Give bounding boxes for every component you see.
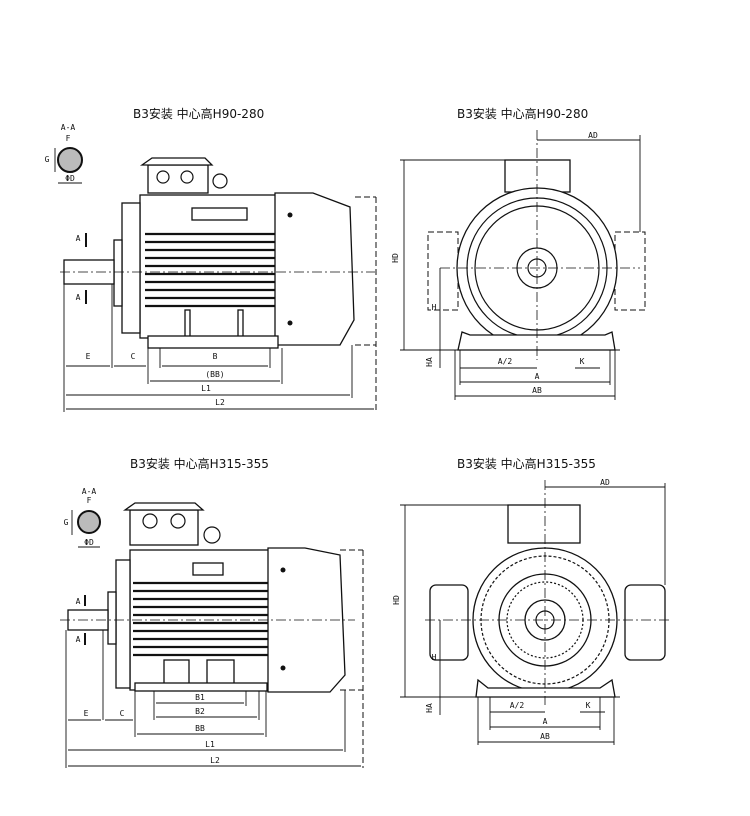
terminal-box: [507, 504, 581, 544]
terminal-box: [504, 159, 571, 193]
dim-hd: HD: [392, 595, 401, 605]
mounting-feet: [147, 335, 279, 349]
section-mark-top: A: [76, 234, 81, 243]
side-view-h315-355: B3安装 中心高H315-355 A-A F G ΦD: [60, 456, 364, 768]
shaft-section-a-a: A-A F G ΦD: [45, 123, 83, 184]
key-width-label: F: [87, 496, 92, 505]
dimension-lines: [400, 135, 641, 400]
dim-ha: HA: [425, 703, 434, 713]
dim-c: C: [120, 709, 125, 718]
drawing-title: B3安装 中心高H90-280: [457, 106, 588, 121]
dim-ab: AB: [532, 386, 542, 395]
cooling-fins: [133, 581, 268, 657]
dim-l2: L2: [215, 398, 225, 407]
dim-b: B: [213, 352, 218, 361]
dim-l2: L2: [210, 756, 220, 765]
dim-h: H: [432, 653, 437, 662]
shaft-diameter-label: ΦD: [84, 538, 94, 547]
section-label: A-A: [61, 123, 76, 132]
cooling-fins: [145, 232, 290, 308]
dim-bb: BB: [195, 724, 205, 733]
dim-k: K: [586, 701, 591, 710]
terminal-box: [129, 509, 199, 546]
end-shield: [121, 202, 141, 334]
key-width-label: F: [66, 134, 71, 143]
dim-k: K: [580, 357, 585, 366]
section-label: A-A: [82, 487, 97, 496]
fan-cover: [274, 192, 355, 346]
dim-c: C: [131, 352, 136, 361]
section-mark-top: A: [76, 597, 81, 606]
end-shield: [115, 559, 131, 689]
dim-e: E: [84, 709, 89, 718]
dim-hd: HD: [391, 253, 400, 263]
section-mark-bottom: A: [76, 293, 81, 302]
dim-a-half: A/2: [510, 701, 525, 710]
base-feet: [457, 331, 616, 351]
dimension-lines: [63, 284, 374, 412]
shaft: [63, 259, 115, 285]
dim-h: H: [432, 303, 437, 312]
shaft-section-a-a: A-A F G ΦD: [64, 487, 101, 548]
dimension-lines: [400, 483, 666, 745]
key-height-label: G: [45, 155, 50, 164]
end-view-h90-280: B3安装 中心高H90-280 AD HD H HA A/2 K A AB: [391, 106, 646, 400]
lifting-eye: [212, 173, 228, 189]
lifting-eye: [203, 526, 221, 544]
dim-ab: AB: [540, 732, 550, 741]
drawing-title: B3安装 中心高H315-355: [457, 456, 596, 471]
dim-a: A: [543, 717, 548, 726]
dim-e: E: [86, 352, 91, 361]
dim-l1: L1: [201, 384, 211, 393]
end-view-h315-355: B3安装 中心高H315-355 AD HD H HA A/2 K A AB: [392, 456, 670, 745]
dim-a: A: [535, 372, 540, 381]
dim-ha: HA: [425, 357, 434, 367]
dim-l1: L1: [205, 740, 215, 749]
terminal-box: [147, 164, 209, 194]
shaft-diameter-label: ΦD: [65, 174, 75, 183]
dimension-lines: [65, 630, 361, 768]
key-height-label: G: [64, 518, 69, 527]
section-mark-bottom: A: [76, 635, 81, 644]
dim-ad: AD: [588, 131, 598, 140]
fan-cover: [267, 547, 346, 693]
dim-bb: (BB): [205, 370, 224, 379]
dim-ad: AD: [600, 478, 610, 487]
dim-b1: B1: [195, 693, 205, 702]
side-view-h90-280: B3安装 中心高H90-280 A-A F G ΦD: [45, 106, 377, 412]
drawing-title: B3安装 中心高H315-355: [130, 456, 269, 471]
drawing-title: B3安装 中心高H90-280: [133, 106, 264, 121]
mounting-feet: [134, 682, 268, 692]
dim-a-half: A/2: [498, 357, 513, 366]
dim-b2: B2: [195, 707, 205, 716]
